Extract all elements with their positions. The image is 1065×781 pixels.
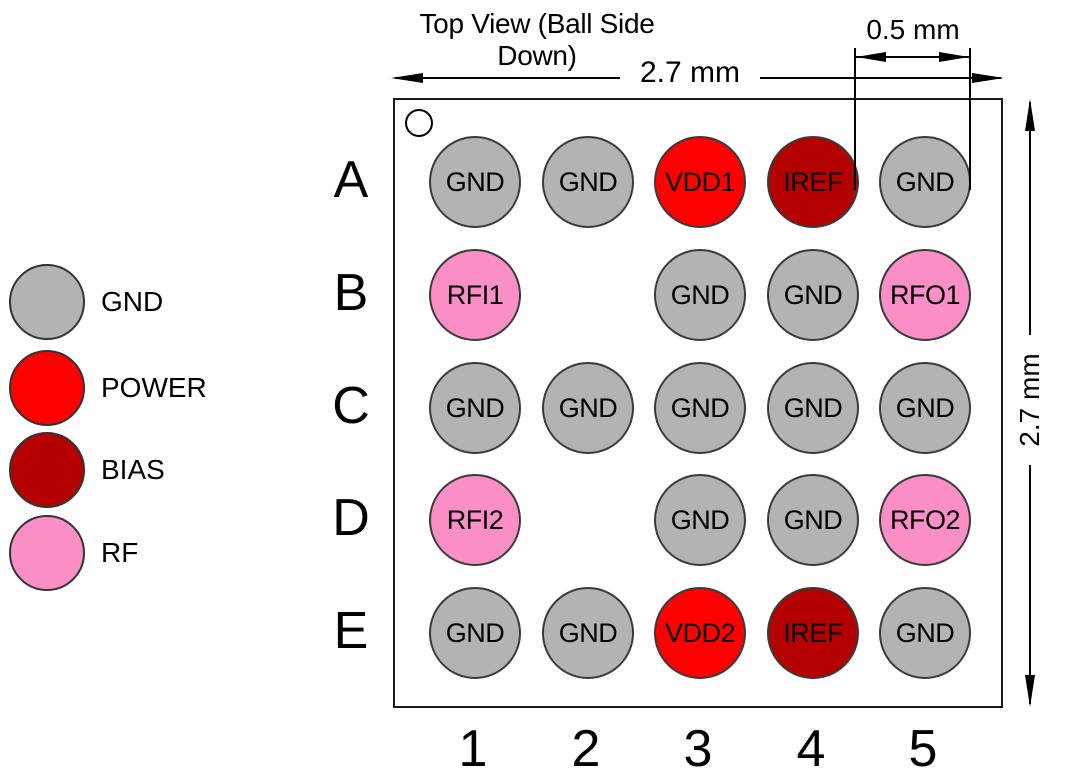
legend-swatch-gnd: [9, 264, 85, 340]
col-label-5: 5: [908, 720, 938, 778]
pitch-arrowhead-right-icon: [939, 52, 969, 62]
ball-A5: GND: [879, 136, 971, 228]
ball-B5: RFO1: [879, 249, 971, 341]
ball-C2-label: GND: [558, 392, 618, 423]
ball-D3-label: GND: [670, 504, 730, 535]
ball-D3: GND: [654, 474, 746, 566]
ball-D4-label: GND: [783, 504, 843, 535]
legend-swatch-power: [9, 350, 85, 426]
ball-C1-label: GND: [445, 392, 505, 423]
col-label-1: 1: [458, 720, 488, 778]
ball-A1-label: GND: [445, 166, 505, 197]
ball-D5-label: RFO2: [889, 504, 961, 535]
legend-label-rf: RF: [101, 537, 139, 568]
ball-A3-label: VDD1: [664, 166, 736, 197]
diagram-title: Top View (Ball Side Down): [419, 8, 655, 71]
ball-A3: VDD1: [654, 136, 746, 228]
ball-E1: GND: [429, 587, 521, 679]
legend-swatch-rf: [9, 515, 85, 591]
ball-E3: VDD2: [654, 587, 746, 679]
pitch-dimension-label: 0.5 mm: [866, 14, 960, 45]
legend-label-gnd: GND: [101, 286, 164, 317]
ball-C1: GND: [429, 362, 521, 454]
ball-A2: GND: [542, 136, 634, 228]
ball-A4: IREF: [767, 136, 859, 228]
row-label-E: E: [333, 602, 369, 660]
ball-C2: GND: [542, 362, 634, 454]
ball-C3: GND: [654, 362, 746, 454]
ball-E5: GND: [879, 587, 971, 679]
width-dimension-label: 2.7 mm: [620, 56, 760, 90]
legend-swatch-bias: [9, 432, 85, 508]
ball-E2: GND: [542, 587, 634, 679]
col-label-2: 2: [571, 720, 601, 778]
ball-A4-label: IREF: [783, 166, 843, 197]
ball-D5: RFO2: [879, 474, 971, 566]
ball-E4: IREF: [767, 587, 859, 679]
height-dimension-label: 2.7 mm: [1013, 335, 1047, 465]
ball-C3-label: GND: [670, 392, 730, 423]
ball-B3: GND: [654, 249, 746, 341]
ball-E5-label: GND: [895, 617, 955, 648]
arrowhead-down-icon: [1025, 675, 1035, 707]
arrowhead-up-icon: [1025, 99, 1035, 131]
legend-label-power: POWER: [101, 372, 207, 403]
package-outline: GND GND VDD1 IREF GND RFI1 GND GND RFO1 …: [393, 98, 1003, 708]
ball-D1-label: RFI2: [446, 504, 504, 535]
ball-B4: GND: [767, 249, 859, 341]
ball-B4-label: GND: [783, 279, 843, 310]
col-label-3: 3: [683, 720, 713, 778]
row-label-D: D: [332, 489, 370, 547]
legend-label-bias: BIAS: [101, 454, 165, 485]
ball-B1-label: RFI1: [446, 279, 504, 310]
ball-E4-label: IREF: [783, 617, 843, 648]
ball-C4: GND: [767, 362, 859, 454]
ball-C4-label: GND: [783, 392, 843, 423]
row-label-B: B: [333, 264, 369, 322]
ball-B3-label: GND: [670, 279, 730, 310]
ball-D1: RFI2: [429, 474, 521, 566]
ball-A1: GND: [429, 136, 521, 228]
arrowhead-right-icon: [972, 73, 1004, 83]
ball-E1-label: GND: [445, 617, 505, 648]
pitch-arrowhead-left-icon: [856, 52, 886, 62]
ball-E3-label: VDD2: [664, 617, 736, 648]
ball-B1: RFI1: [429, 249, 521, 341]
arrowhead-left-icon: [391, 73, 423, 83]
col-label-4: 4: [796, 720, 826, 778]
ball-B5-label: RFO1: [889, 279, 961, 310]
row-label-C: C: [332, 377, 370, 435]
ball-D4: GND: [767, 474, 859, 566]
ball-C5: GND: [879, 362, 971, 454]
ball-E2-label: GND: [558, 617, 618, 648]
ball-C5-label: GND: [895, 392, 955, 423]
ball-A5-label: GND: [895, 166, 955, 197]
ball-A2-label: GND: [558, 166, 618, 197]
row-label-A: A: [333, 151, 369, 209]
